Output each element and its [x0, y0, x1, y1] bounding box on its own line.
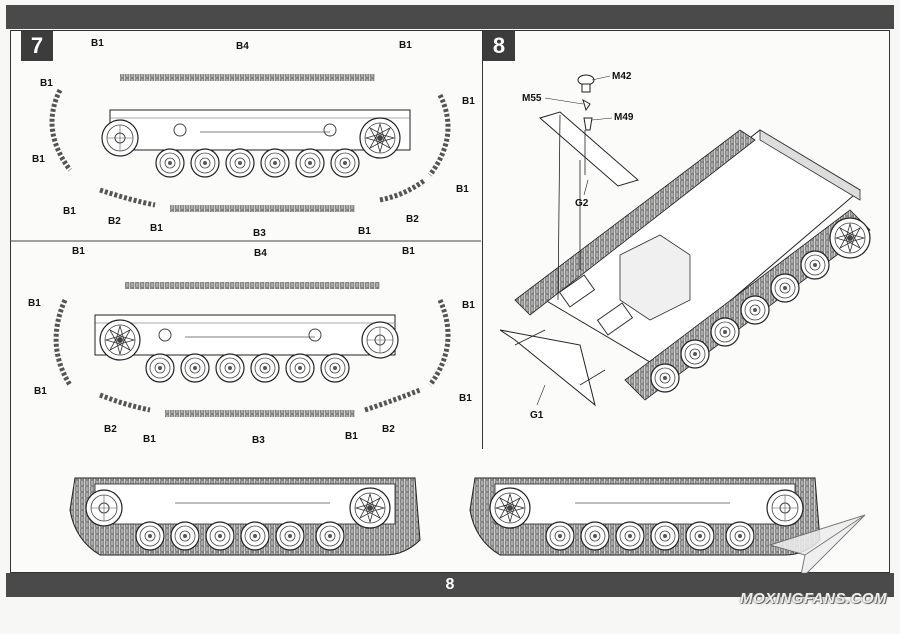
step-7-number: 7	[21, 31, 53, 61]
step-8-diagram	[499, 74, 871, 407]
page-number: 8	[6, 573, 894, 597]
label-b4: B4	[254, 248, 267, 259]
label-b2: B2	[104, 424, 117, 435]
label-m55: M55	[522, 93, 542, 104]
completed-left-side-view	[69, 477, 421, 556]
step-8-number: 8	[483, 31, 515, 61]
label-b1: B1	[462, 300, 475, 311]
label-b1: B1	[150, 223, 163, 234]
watermark-text: MOXINGFANS.COM	[740, 590, 888, 607]
label-g1: G1	[530, 410, 544, 421]
label-b3: B3	[253, 228, 266, 239]
label-b1: B1	[459, 393, 472, 404]
label-b1: B1	[72, 246, 85, 257]
label-b1: B1	[91, 38, 104, 49]
label-b1: B1	[63, 206, 76, 217]
step-7-upper-diagram	[49, 74, 451, 212]
label-g2: G2	[575, 198, 589, 209]
label-b3: B3	[252, 435, 265, 446]
label-b1: B1	[345, 431, 358, 442]
label-b2: B2	[382, 424, 395, 435]
step-7-panel	[10, 30, 483, 450]
label-b1: B1	[40, 78, 53, 89]
label-b4: B4	[236, 41, 249, 52]
label-b1: B1	[34, 386, 47, 397]
completed-right-side-view	[469, 477, 821, 556]
label-b1: B1	[358, 226, 371, 237]
label-b1: B1	[32, 154, 45, 165]
step-7-lower-diagram	[53, 282, 451, 417]
label-b1: B1	[402, 246, 415, 257]
label-b1: B1	[399, 40, 412, 51]
label-b2: B2	[406, 214, 419, 225]
label-b1: B1	[143, 434, 156, 445]
label-b1: B1	[28, 298, 41, 309]
label-m42: M42	[612, 71, 632, 82]
top-header-bar	[6, 5, 894, 29]
label-b2: B2	[108, 216, 121, 227]
label-m49: M49	[614, 112, 634, 123]
label-b1: B1	[456, 184, 469, 195]
label-b1: B1	[462, 96, 475, 107]
